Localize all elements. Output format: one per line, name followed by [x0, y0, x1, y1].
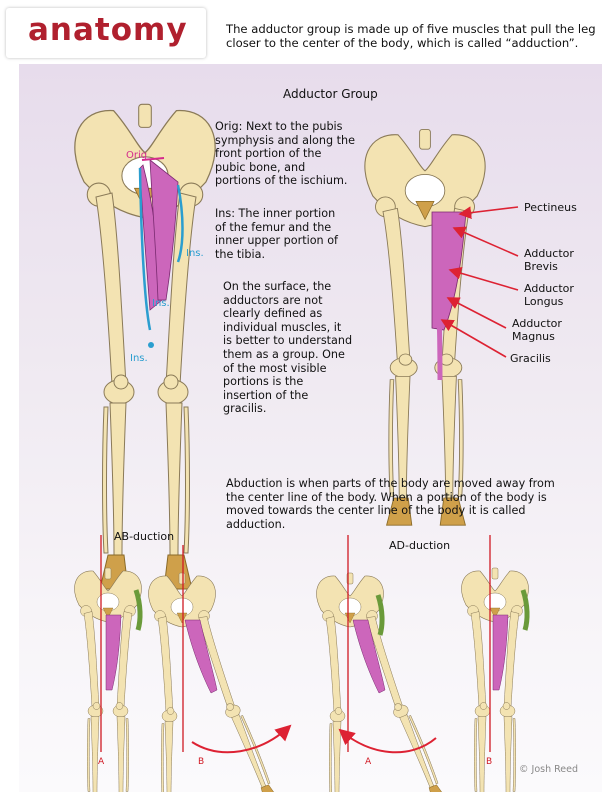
skeleton-labelled-view — [364, 128, 486, 526]
origin-description: Orig: Next to the pubis symphysis and al… — [215, 120, 356, 188]
figure-label-a-2: A — [365, 757, 372, 767]
ins-label-middle: Ins. — [152, 298, 170, 309]
logo-text: anatomy — [28, 12, 188, 48]
abduction-description: Abduction is when parts of the body are … — [226, 477, 555, 531]
label-pectineus: Pectineus — [524, 201, 577, 214]
muscle-label-arrows — [440, 206, 519, 358]
figure-label-b-1: B — [198, 757, 205, 767]
label-adductor-magnus: Adductor Magnus — [512, 317, 562, 343]
figure-label-b-2: B — [486, 757, 493, 767]
skeleton-front-view — [74, 103, 216, 590]
logo: anatomy — [6, 8, 206, 58]
adduction-title: AD-duction — [389, 539, 451, 552]
header: anatomy The adductor group is made up of… — [0, 0, 612, 62]
section-title: Adductor Group — [283, 87, 378, 101]
label-gracilis: Gracilis — [510, 352, 551, 365]
intro-text: The adductor group is made up of five mu… — [226, 22, 596, 50]
figure-label-a-1: A — [98, 757, 105, 767]
ins-label-upper: Ins. — [186, 248, 204, 259]
insertion-description: Ins: The inner portion of the femur and … — [215, 207, 338, 261]
orig-label: Orig — [126, 150, 148, 161]
credit: © Josh Reed — [519, 764, 579, 775]
abduction-figures — [74, 535, 530, 792]
label-adductor-brevis: Adductor Brevis — [524, 247, 574, 273]
surface-description: On the surface, the adductors are not cl… — [223, 280, 353, 416]
abduction-title: AB-duction — [114, 530, 175, 543]
label-adductor-longus: Adductor Longus — [524, 282, 574, 308]
ins-label-lower: Ins. — [130, 353, 148, 364]
